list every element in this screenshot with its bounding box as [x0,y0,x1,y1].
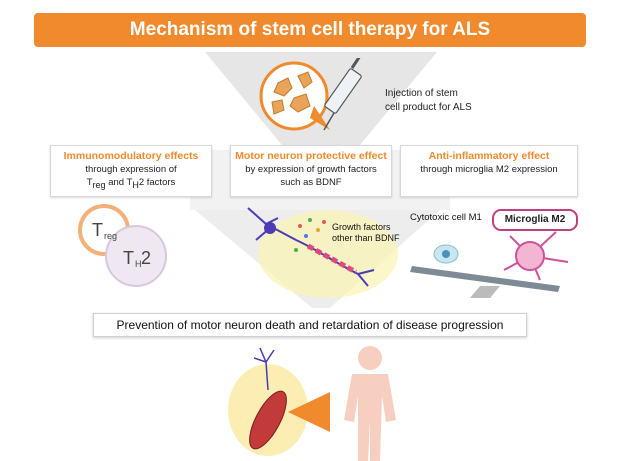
page-title: Mechanism of stem cell therapy for ALS [34,13,586,47]
anti-inflammatory-heading: Anti-inflammatory effect [428,150,550,162]
anti-inflammatory-box: Anti-inflammatory effect through microgl… [400,145,578,197]
microglia-balance-illustration [410,231,569,298]
treg-main-text: T [92,220,103,240]
anti-inflammatory-line1: through microglia M2 expression [420,164,558,175]
muscle-body-illustration [228,346,396,461]
neuron-body [264,222,276,234]
stem-cells [271,71,313,115]
callout-pointer [310,106,330,130]
stem-cell-injection-illustration [259,58,362,131]
muscle [249,390,287,450]
m1-label: Cytotoxic cell M1 [410,212,482,223]
growth-factors-line2: other than BDNF [332,233,400,243]
pointer-arrow [288,392,330,432]
axon [306,243,358,275]
injection-label: Injection of stem cell product for ALS [385,87,472,115]
immunomodulatory-box: Immunomodulatory effects through express… [50,145,212,197]
bottom-neuron [253,347,275,391]
injection-label-line2: cell product for ALS [385,102,472,113]
m2-label: Microglia M2 [492,209,578,231]
motor-neuron-line2: such as BDNF [280,177,342,188]
human-body-icon [344,346,396,461]
th2-cell [105,225,167,287]
th2-main-text: T [123,248,134,268]
m1-nucleus [442,250,450,258]
m2-cell [515,241,545,271]
balance-beam [410,266,560,292]
balance-fulcrum [470,286,500,298]
syringe-icon [323,58,362,131]
immunomodulatory-heading: Immunomodulatory effects [63,150,199,162]
line2-sub-h: H [132,179,139,190]
th2-sub-text: H [135,259,142,269]
t-cells-illustration: T reg T H 2 [78,204,167,287]
immunomodulatory-line2: Treg and TH2 factors [51,176,211,192]
motor-neuron-box: Motor neuron protective effect by expres… [230,145,392,197]
motor-neuron-heading: Motor neuron protective effect [235,150,387,162]
outcome-banner: Prevention of motor neuron death and ret… [93,313,527,337]
line2-pre: T [86,177,93,188]
neuron-illustration: Growth factors other than BDNF [247,207,400,298]
immunomodulatory-line1: through expression of [85,164,177,175]
growth-factors-line1: Growth factors [332,222,391,232]
treg-sub-text: reg [104,231,117,241]
motor-neuron-line1: by expression of growth factors [245,164,377,175]
line2-post: 2 factors [138,177,176,188]
growth-factor-dots [294,218,326,252]
line2-sub-reg: reg [92,179,106,190]
injection-label-line1: Injection of stem [385,88,458,99]
th2-post-text: 2 [141,248,151,268]
line2-mid: and T [105,177,133,188]
